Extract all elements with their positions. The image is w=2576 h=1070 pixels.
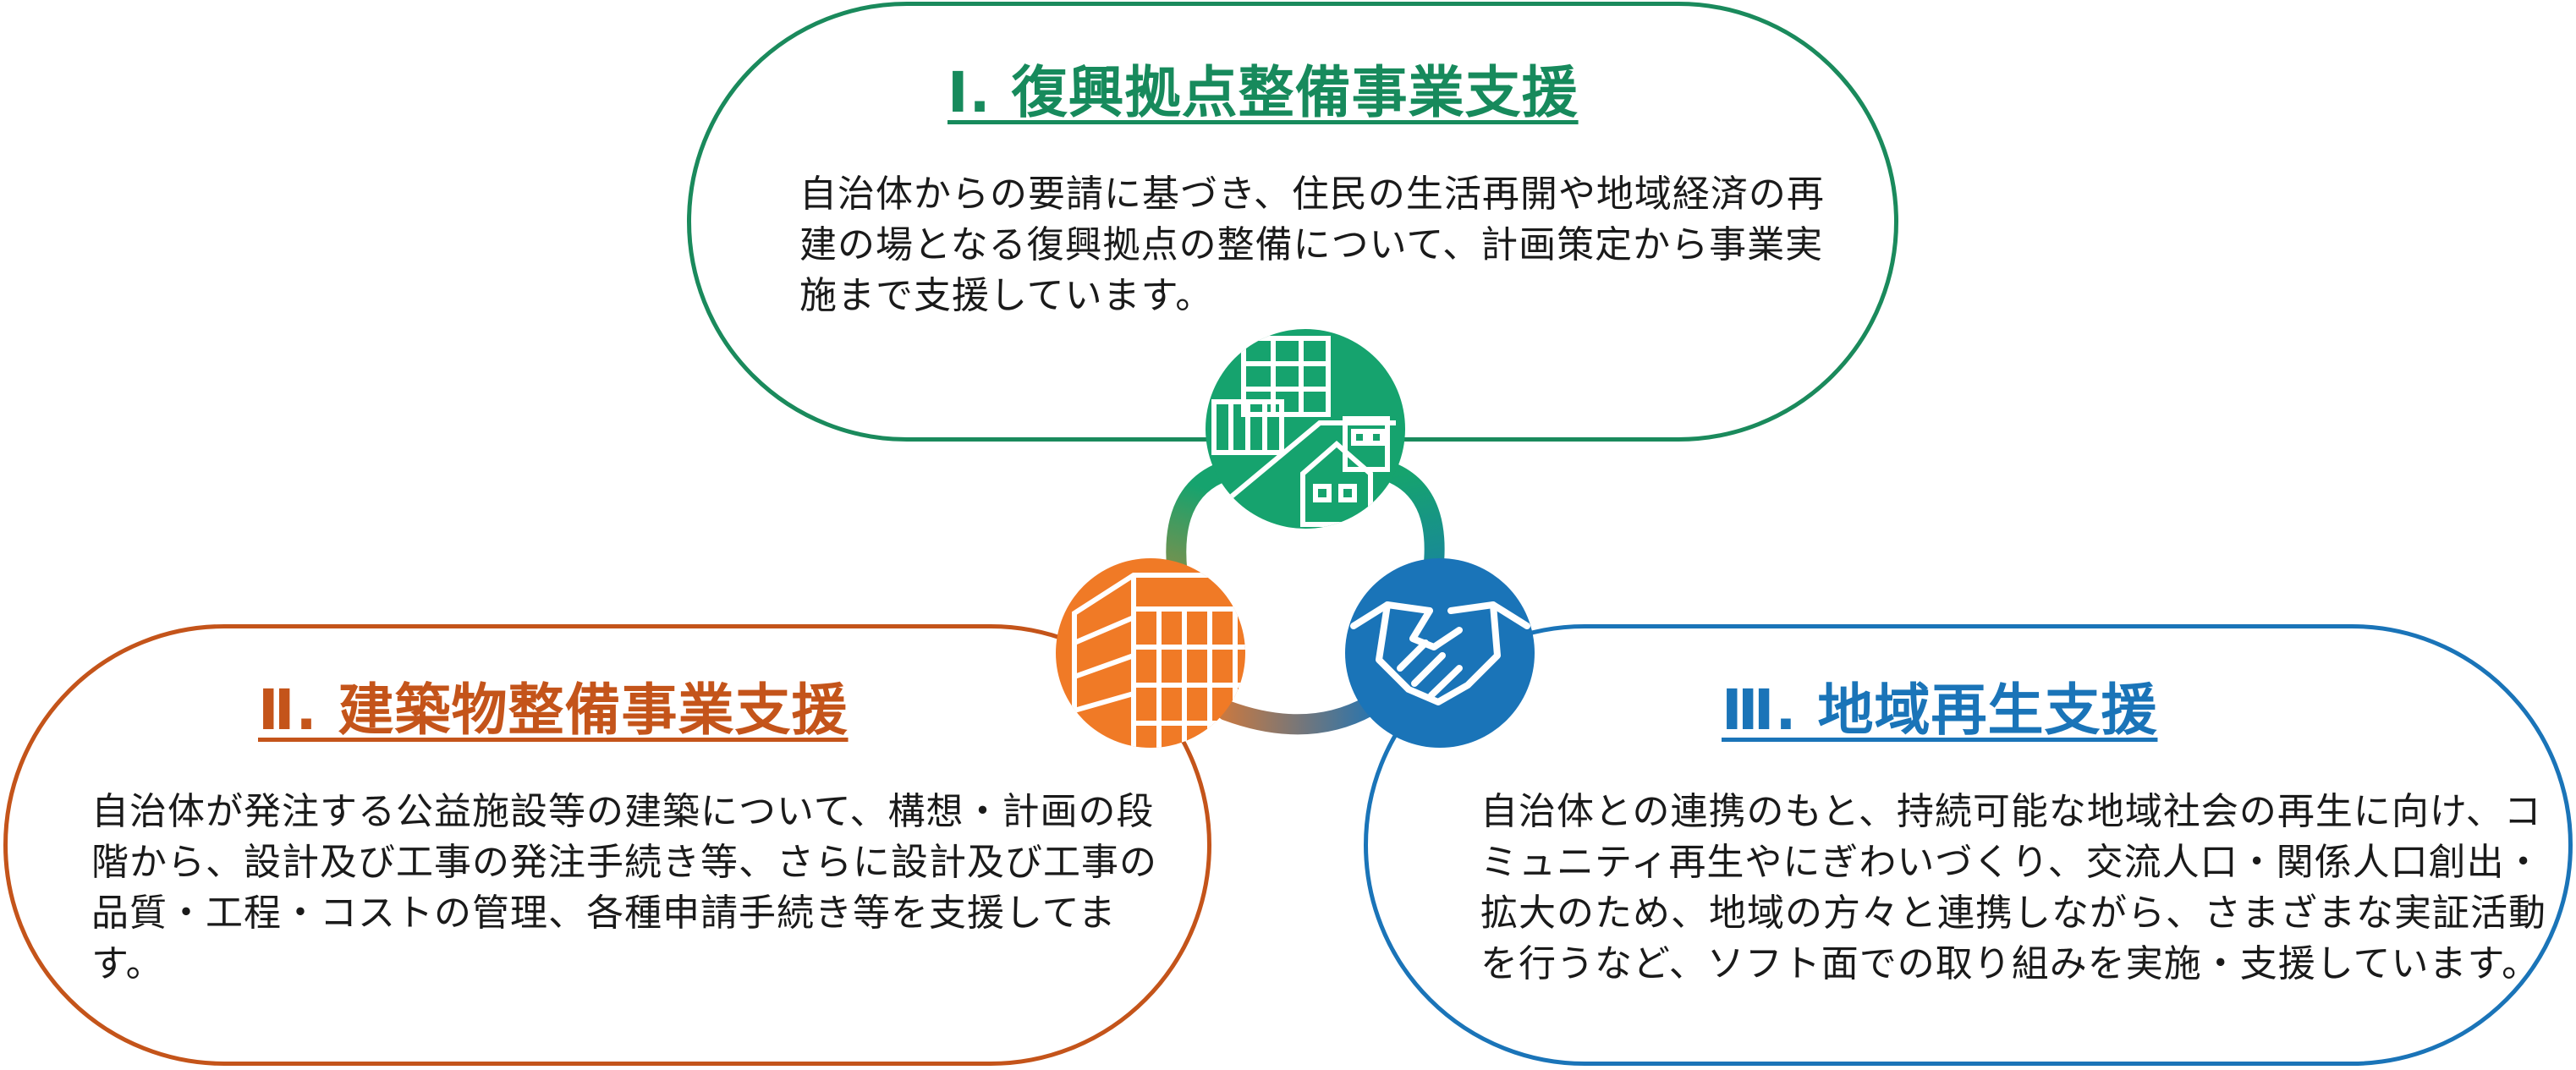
section-2-description: 自治体が発注する公益施設等の建築について、構想・計画の段階から、設計及び工事の発… [91,790,1157,985]
section-2-title: Ⅱ. 建築物整備事業支援 [258,678,849,743]
town-buildings-icon [1206,329,1405,529]
handshake-icon [1345,558,1535,748]
section-1-title: Ⅰ. 復興拠点整備事業支援 [947,60,1579,125]
section-1-description: 自治体からの要請に基づき、住民の生活再開や地域経済の再建の場となる復興拠点の整備… [799,173,1825,317]
section-2-panel [3,624,1211,1066]
section-3-description: 自治体との連携のもと、持続可能な地域社会の再生に向け、コミュニティ再生やにぎわい… [1480,790,2546,985]
section-3-panel [1364,624,2573,1066]
section-3-title: Ⅲ. 地域再生支援 [1722,678,2158,743]
office-building-icon [1056,558,1245,748]
